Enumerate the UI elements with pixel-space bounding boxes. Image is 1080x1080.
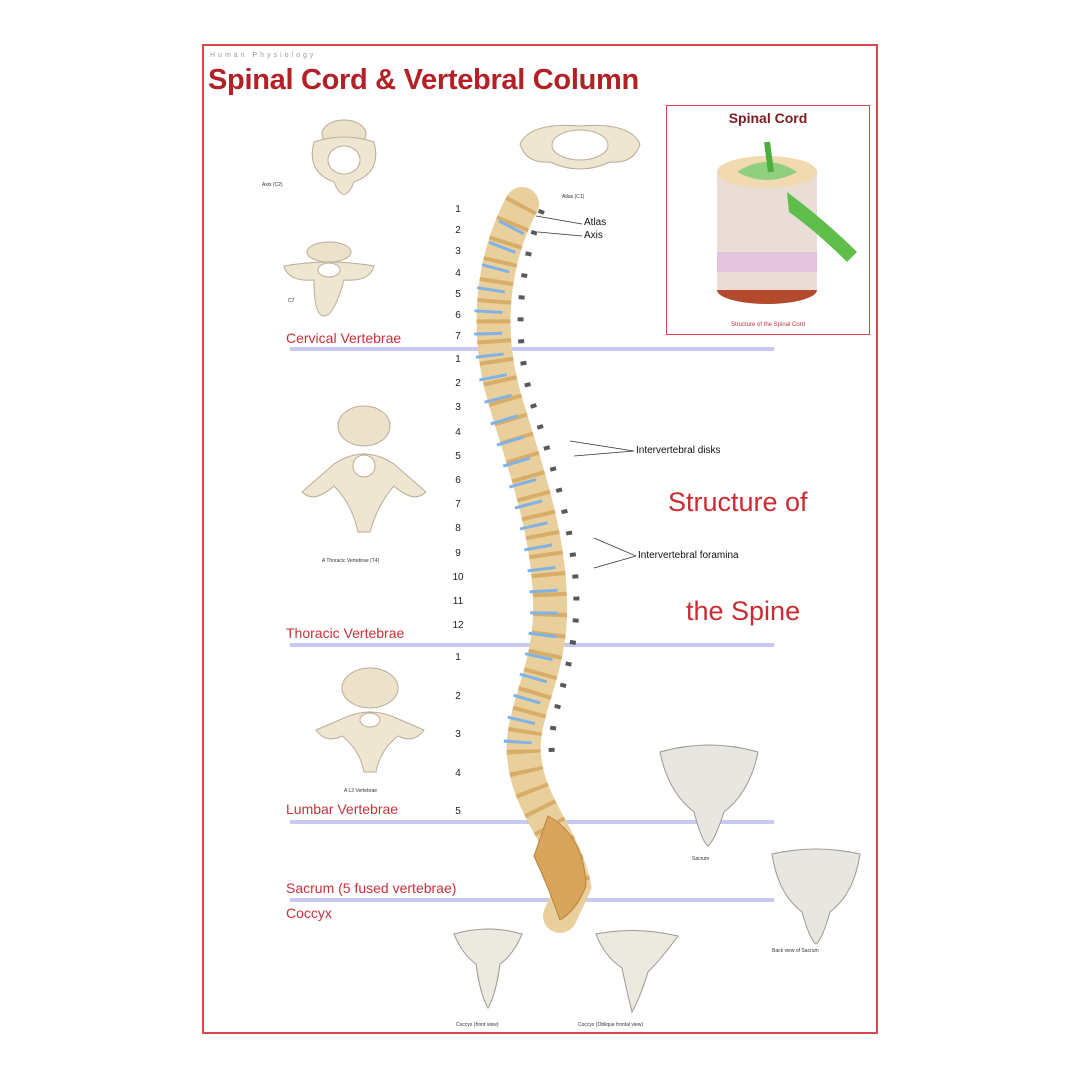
cervical-number-7: 7 — [455, 331, 461, 343]
sacrum-back-illustration — [771, 848, 861, 945]
coccyx-oblique-illustration — [595, 929, 679, 1014]
cervical-number-1: 1 — [455, 204, 461, 215]
lumbar-number-4: 4 — [455, 767, 461, 779]
spine-illustration — [474, 187, 592, 933]
callout-intervertebral-disks: Intervertebral disks — [636, 445, 721, 456]
lumbar-number-3: 3 — [455, 729, 461, 740]
cervical-number-4: 4 — [455, 267, 461, 279]
callout-lines — [535, 215, 637, 569]
cervical-number-2: 2 — [455, 225, 461, 237]
coccyx-front-caption: Coccyx (front view) — [456, 1022, 499, 1028]
sacrum-front-illustration — [659, 744, 759, 847]
thoracic-number-5: 5 — [455, 450, 461, 462]
section-label-coccyx: Coccyx — [286, 905, 332, 921]
lumbar-vertebra-illustration — [315, 667, 425, 773]
coccyx-front-illustration — [453, 928, 523, 1010]
thoracic-number-1: 1 — [455, 354, 461, 365]
cervical-number-5: 5 — [455, 288, 461, 300]
spinal-cord-inset: Spinal Cord Structure of the Spinal Cord — [666, 105, 870, 335]
axis-vertebra-illustration — [311, 119, 377, 195]
axis-caption: Axis (C2) — [262, 182, 283, 188]
section-line-cervical — [290, 347, 774, 351]
lumbar-number-5: 5 — [455, 806, 461, 817]
lumbar-number-2: 2 — [455, 690, 461, 702]
lumbar-caption: A L3 Vertebrae — [344, 788, 378, 794]
poster-title: Spinal Cord & Vertebral Column — [208, 64, 639, 96]
thoracic-vertebra-illustration — [301, 405, 427, 533]
poster-eyebrow: Human Physiology — [210, 52, 317, 59]
structure-title-line1: Structure of — [668, 487, 808, 517]
thoracic-caption: A Thoracic Vertebrae (T4) — [322, 558, 380, 564]
section-label-thoracic: Thoracic Vertebrae — [286, 625, 405, 641]
poster: Human Physiology Spinal Cord & Vertebral… — [202, 44, 878, 1034]
thoracic-number-9: 9 — [455, 547, 461, 559]
section-label-sacrum: Sacrum (5 fused vertebrae) — [286, 880, 457, 896]
c7-vertebra-illustration — [283, 241, 375, 317]
atlas-caption: Atlas (C1) — [562, 194, 585, 200]
sacrum-back-caption: Back view of Sacrum — [772, 948, 819, 954]
inset-caption: Structure of the Spinal Cord — [730, 322, 806, 328]
thoracic-number-12: 12 — [452, 620, 464, 632]
section-label-cervical: Cervical Vertebrae — [286, 330, 402, 346]
callout-atlas: Atlas — [584, 217, 607, 228]
cervical-number-3: 3 — [455, 246, 461, 258]
thoracic-number-7: 7 — [455, 499, 461, 511]
inset-title: Spinal Cord — [728, 110, 808, 126]
sacrum-caption: Sacrum — [692, 856, 710, 862]
callout-intervertebral-foramina: Intervertebral foramina — [638, 550, 739, 561]
thoracic-number-11: 11 — [452, 596, 464, 607]
thoracic-number-2: 2 — [455, 378, 461, 390]
cervical-number-6: 6 — [455, 310, 461, 321]
spinal-cord-illustration — [717, 141, 857, 304]
c7-caption: C7 — [288, 298, 295, 304]
callout-axis: Axis — [584, 230, 603, 241]
section-line-sacrum — [290, 898, 774, 902]
section-label-lumbar: Lumbar Vertebrae — [286, 801, 399, 817]
atlas-vertebra-illustration — [519, 124, 641, 170]
coccyx-oblique-caption: Coccyx (Oblique frontal view) — [578, 1022, 644, 1028]
thoracic-number-6: 6 — [455, 475, 461, 486]
structure-title-line2: the Spine — [686, 596, 801, 626]
thoracic-number-10: 10 — [452, 571, 464, 583]
lumbar-number-1: 1 — [455, 652, 461, 663]
thoracic-number-3: 3 — [455, 402, 461, 414]
thoracic-number-8: 8 — [455, 523, 461, 535]
thoracic-number-4: 4 — [455, 426, 461, 438]
